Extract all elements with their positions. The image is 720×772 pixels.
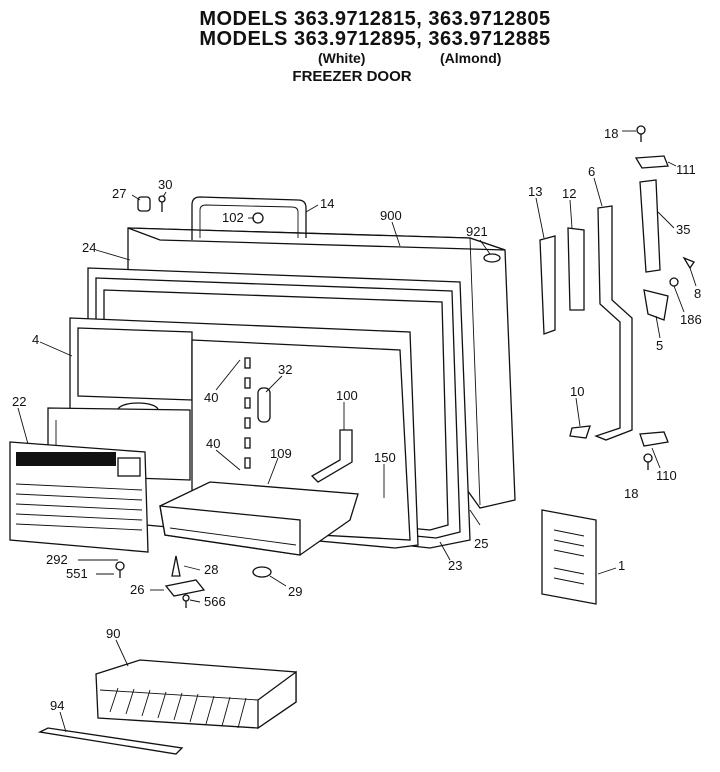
trim-strip bbox=[37, 727, 184, 755]
color-almond-label: (Almond) bbox=[440, 50, 502, 66]
callout-109: 109 bbox=[270, 446, 292, 461]
callout-921: 921 bbox=[466, 224, 488, 239]
bracket-110 bbox=[639, 431, 669, 447]
screw-551 bbox=[115, 561, 125, 578]
door-handle bbox=[191, 196, 307, 240]
callout-110: 110 bbox=[656, 468, 677, 483]
cap-921 bbox=[483, 253, 501, 263]
callout-10: 10 bbox=[570, 384, 584, 399]
rail-13 bbox=[539, 235, 556, 335]
bin bbox=[159, 481, 359, 556]
callout-25: 25 bbox=[474, 536, 488, 551]
callout-40-top: 40 bbox=[204, 390, 218, 405]
callout-566: 566 bbox=[204, 594, 226, 609]
callout-5: 5 bbox=[656, 338, 663, 353]
callout-150: 150 bbox=[374, 450, 396, 465]
callout-102: 102 bbox=[222, 210, 244, 225]
hinge-cap-111 bbox=[634, 155, 669, 169]
callout-12: 12 bbox=[562, 186, 576, 201]
callout-6: 6 bbox=[588, 164, 595, 179]
callout-186: 186 bbox=[680, 312, 702, 327]
callout-28: 28 bbox=[204, 562, 218, 577]
callout-18-top: 18 bbox=[604, 126, 618, 141]
shelf-bracket bbox=[310, 429, 353, 483]
callout-13: 13 bbox=[528, 184, 542, 199]
callout-18-bottom: 18 bbox=[624, 486, 638, 501]
plate-26 bbox=[164, 579, 206, 597]
models-line-1: MODELS 363.9712815, 363.9712805 bbox=[199, 8, 551, 30]
callout-94: 94 bbox=[50, 698, 64, 713]
bracket-35 bbox=[639, 179, 661, 273]
screw-186 bbox=[669, 277, 679, 287]
callout-40-bottom: 40 bbox=[206, 436, 220, 451]
callout-1: 1 bbox=[618, 558, 625, 573]
bracket-10 bbox=[569, 425, 591, 439]
pin-28 bbox=[171, 555, 181, 577]
color-white-label: (White) bbox=[318, 50, 366, 66]
callout-labels: 18 111 27 30 14 102 900 921 13 12 6 35 2… bbox=[12, 126, 702, 713]
screw-18-bottom bbox=[643, 453, 653, 470]
plug-27 bbox=[137, 196, 151, 212]
callout-292: 292 bbox=[46, 552, 68, 567]
screw-566 bbox=[182, 594, 190, 608]
liner-slots bbox=[244, 357, 271, 469]
callout-29: 29 bbox=[288, 584, 302, 599]
section-title: FREEZER DOOR bbox=[292, 68, 412, 85]
front-grille bbox=[9, 441, 149, 553]
callout-27: 27 bbox=[112, 186, 126, 201]
callout-900: 900 bbox=[380, 208, 402, 223]
pin-8 bbox=[682, 256, 695, 270]
callout-100: 100 bbox=[336, 388, 358, 403]
callout-14: 14 bbox=[320, 196, 334, 211]
callout-26: 26 bbox=[130, 582, 144, 597]
leader-lines bbox=[17, 130, 697, 733]
rail-12 bbox=[567, 227, 585, 311]
callout-111: 111 bbox=[676, 162, 696, 177]
hinge-block-5 bbox=[643, 289, 669, 321]
callout-32: 32 bbox=[278, 362, 292, 377]
screw-30 bbox=[158, 195, 166, 212]
callout-90: 90 bbox=[106, 626, 120, 641]
callout-24: 24 bbox=[82, 240, 96, 255]
owner-manual bbox=[541, 509, 597, 605]
wire-basket bbox=[95, 659, 297, 730]
callout-551: 551 bbox=[66, 566, 88, 581]
callout-22: 22 bbox=[12, 394, 26, 409]
models-line-2: MODELS 363.9712895, 363.9712885 bbox=[199, 28, 551, 50]
callout-4: 4 bbox=[32, 332, 39, 347]
part-29 bbox=[252, 566, 272, 578]
screw-18-top bbox=[636, 125, 646, 142]
callout-23: 23 bbox=[448, 558, 462, 573]
callout-30: 30 bbox=[158, 177, 172, 192]
callout-35: 35 bbox=[676, 222, 690, 237]
hinge-6 bbox=[594, 205, 633, 441]
callout-8: 8 bbox=[694, 286, 701, 301]
